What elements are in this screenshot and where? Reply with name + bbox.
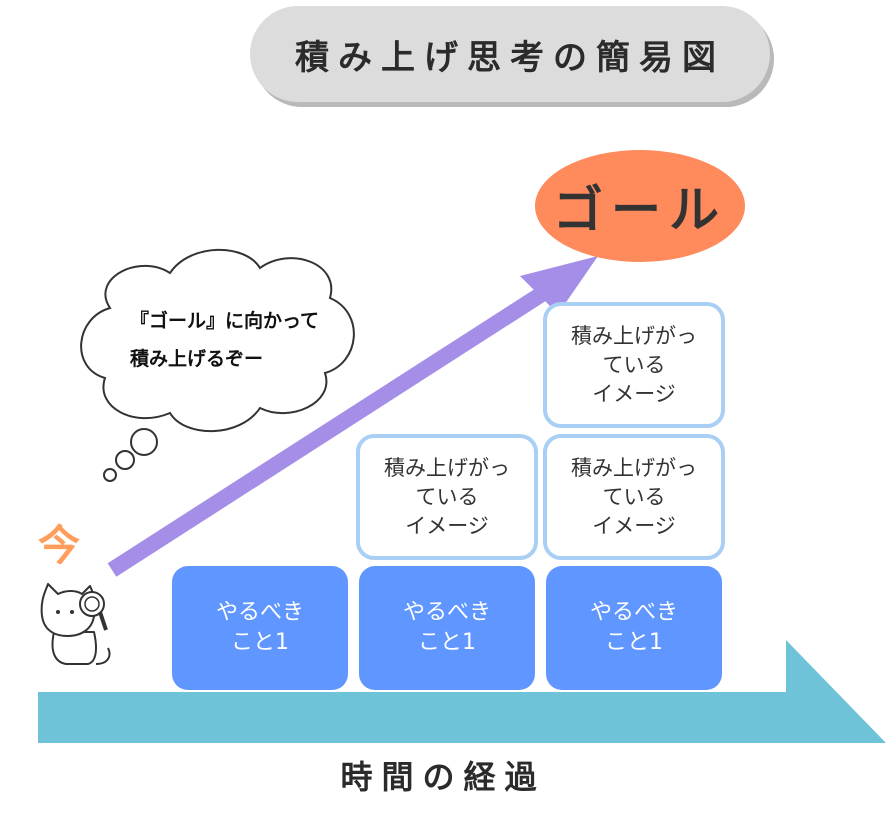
task-block-2-line1: やるべき <box>402 600 491 625</box>
task-block-2: やるべきこと1 <box>359 566 535 690</box>
diagram-title: 積み上げ思考の簡易図 <box>250 6 770 102</box>
task-block-1-line2: こと1 <box>230 630 289 655</box>
task-block-1: やるべきこと1 <box>172 566 348 690</box>
now-label: 今 <box>38 521 81 570</box>
thought-bubble <box>80 248 355 482</box>
stacked-block-1-line2: ている <box>415 484 479 509</box>
task-block-3-line1: やるべき <box>589 600 678 625</box>
stacked-block-2-line2: ている <box>602 484 666 509</box>
stacked-block-2-line1: 積み上げがっ <box>571 455 697 480</box>
goal-ellipse: ゴール <box>535 150 745 262</box>
task-block-3-line2: こと1 <box>604 630 663 655</box>
stacked-block-2-line3: イメージ <box>592 513 676 538</box>
stacked-block-1-line1: 積み上げがっ <box>384 455 510 480</box>
stacked-block-1-line3: イメージ <box>405 513 489 538</box>
stacked-block-3: 積み上げがっているイメージ <box>543 302 725 428</box>
stacked-block-1: 積み上げがっているイメージ <box>356 434 538 560</box>
stacked-block-3-line2: ている <box>602 352 666 377</box>
task-block-3: やるべきこと1 <box>546 566 722 690</box>
task-block-2-line2: こと1 <box>417 630 476 655</box>
thought-line-1: 『ゴール』に向かって <box>130 310 320 332</box>
stacked-block-3-line3: イメージ <box>592 381 676 406</box>
thought-line-2: 積み上げるぞー <box>130 348 264 370</box>
cat-with-magnifying-glass-icon <box>40 583 111 665</box>
stacked-block-3-line1: 積み上げがっ <box>571 323 697 348</box>
time-axis-label: 時間の経過 <box>340 758 546 796</box>
stacked-block-2: 積み上げがっているイメージ <box>543 434 725 560</box>
task-block-1-line1: やるべき <box>215 600 304 625</box>
